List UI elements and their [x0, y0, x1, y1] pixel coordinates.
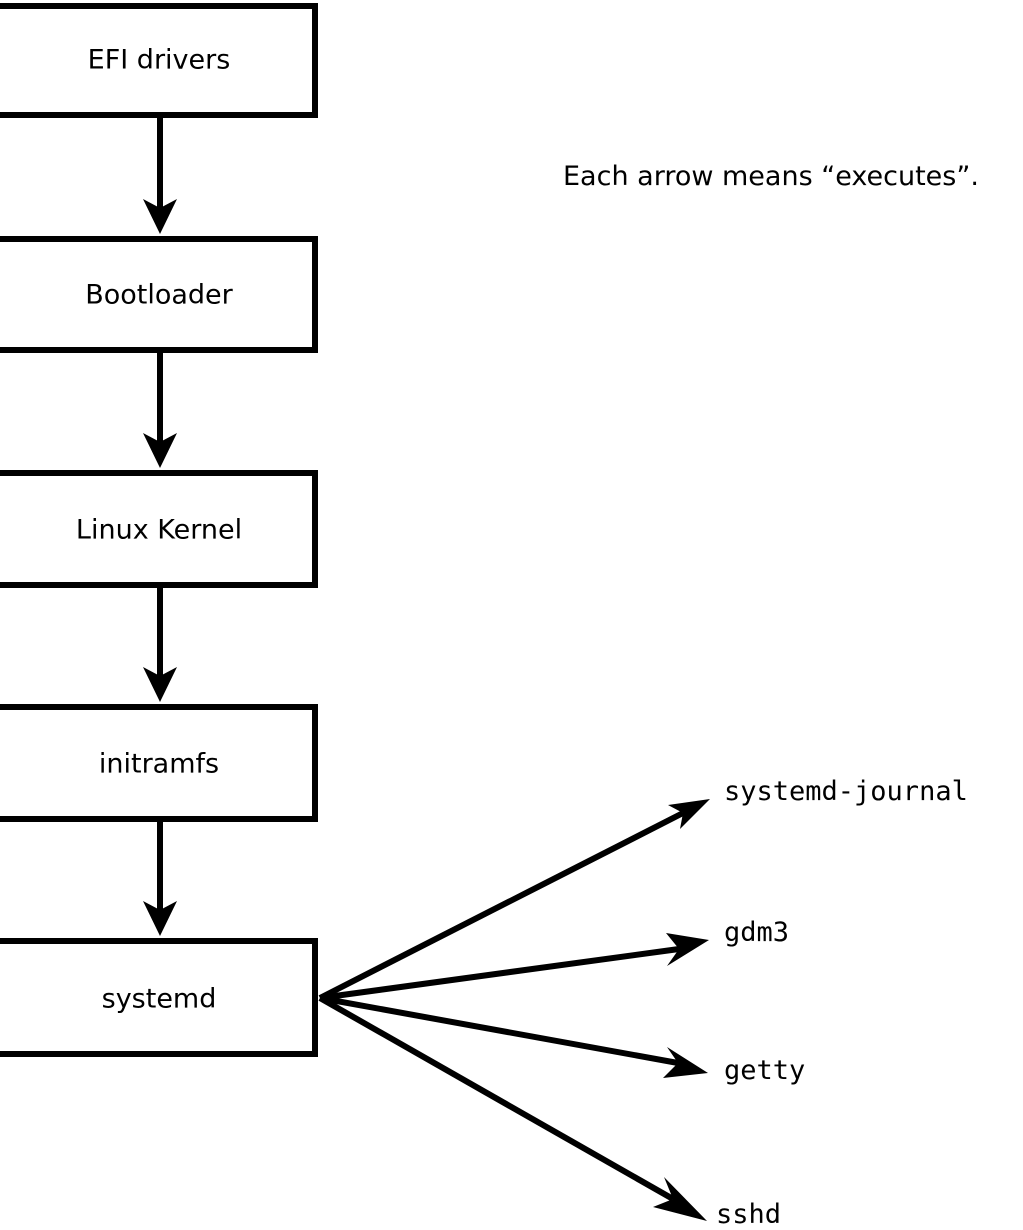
service-label-sshd[interactable]: sshd	[716, 1199, 782, 1230]
stage-box-linux-kernel[interactable]: Linux Kernel	[0, 470, 318, 588]
flow-arrow-bootloader-to-kernel	[143, 352, 177, 468]
stage-box-label: Bootloader	[85, 280, 233, 311]
service-label-getty[interactable]: getty	[724, 1055, 806, 1086]
fan-arrow-sshd	[318, 995, 707, 1221]
fan-arrow-gdm3	[319, 933, 709, 1001]
stage-box-label: Linux Kernel	[76, 515, 242, 546]
fan-arrow-getty	[319, 995, 708, 1078]
diagram-caption: Each arrow means “executes”.	[563, 161, 979, 192]
flow-arrow-initramfs-to-systemd	[143, 820, 177, 936]
stage-box-bootloader[interactable]: Bootloader	[0, 236, 318, 353]
stage-box-label: systemd	[102, 984, 217, 1015]
flow-arrow-kernel-to-initramfs	[143, 586, 177, 702]
flow-arrow-efi-to-bootloader	[143, 118, 177, 234]
stage-box-rect	[0, 704, 318, 822]
stage-box-rect	[0, 470, 318, 588]
service-label-gdm3[interactable]: gdm3	[724, 917, 790, 948]
stage-box-systemd[interactable]: systemd	[0, 938, 318, 1057]
service-label-systemd-journal[interactable]: systemd-journal	[724, 776, 968, 807]
stage-box-rect	[0, 3, 318, 118]
stage-box-rect	[0, 236, 318, 353]
stage-box-initramfs[interactable]: initramfs	[0, 704, 318, 822]
stage-box-rect	[0, 938, 318, 1057]
stage-box-label: EFI drivers	[88, 45, 231, 76]
fan-arrow-systemd-journal	[318, 799, 710, 1001]
stage-box-efi-drivers[interactable]: EFI drivers	[0, 3, 318, 118]
stage-box-label: initramfs	[99, 749, 219, 780]
